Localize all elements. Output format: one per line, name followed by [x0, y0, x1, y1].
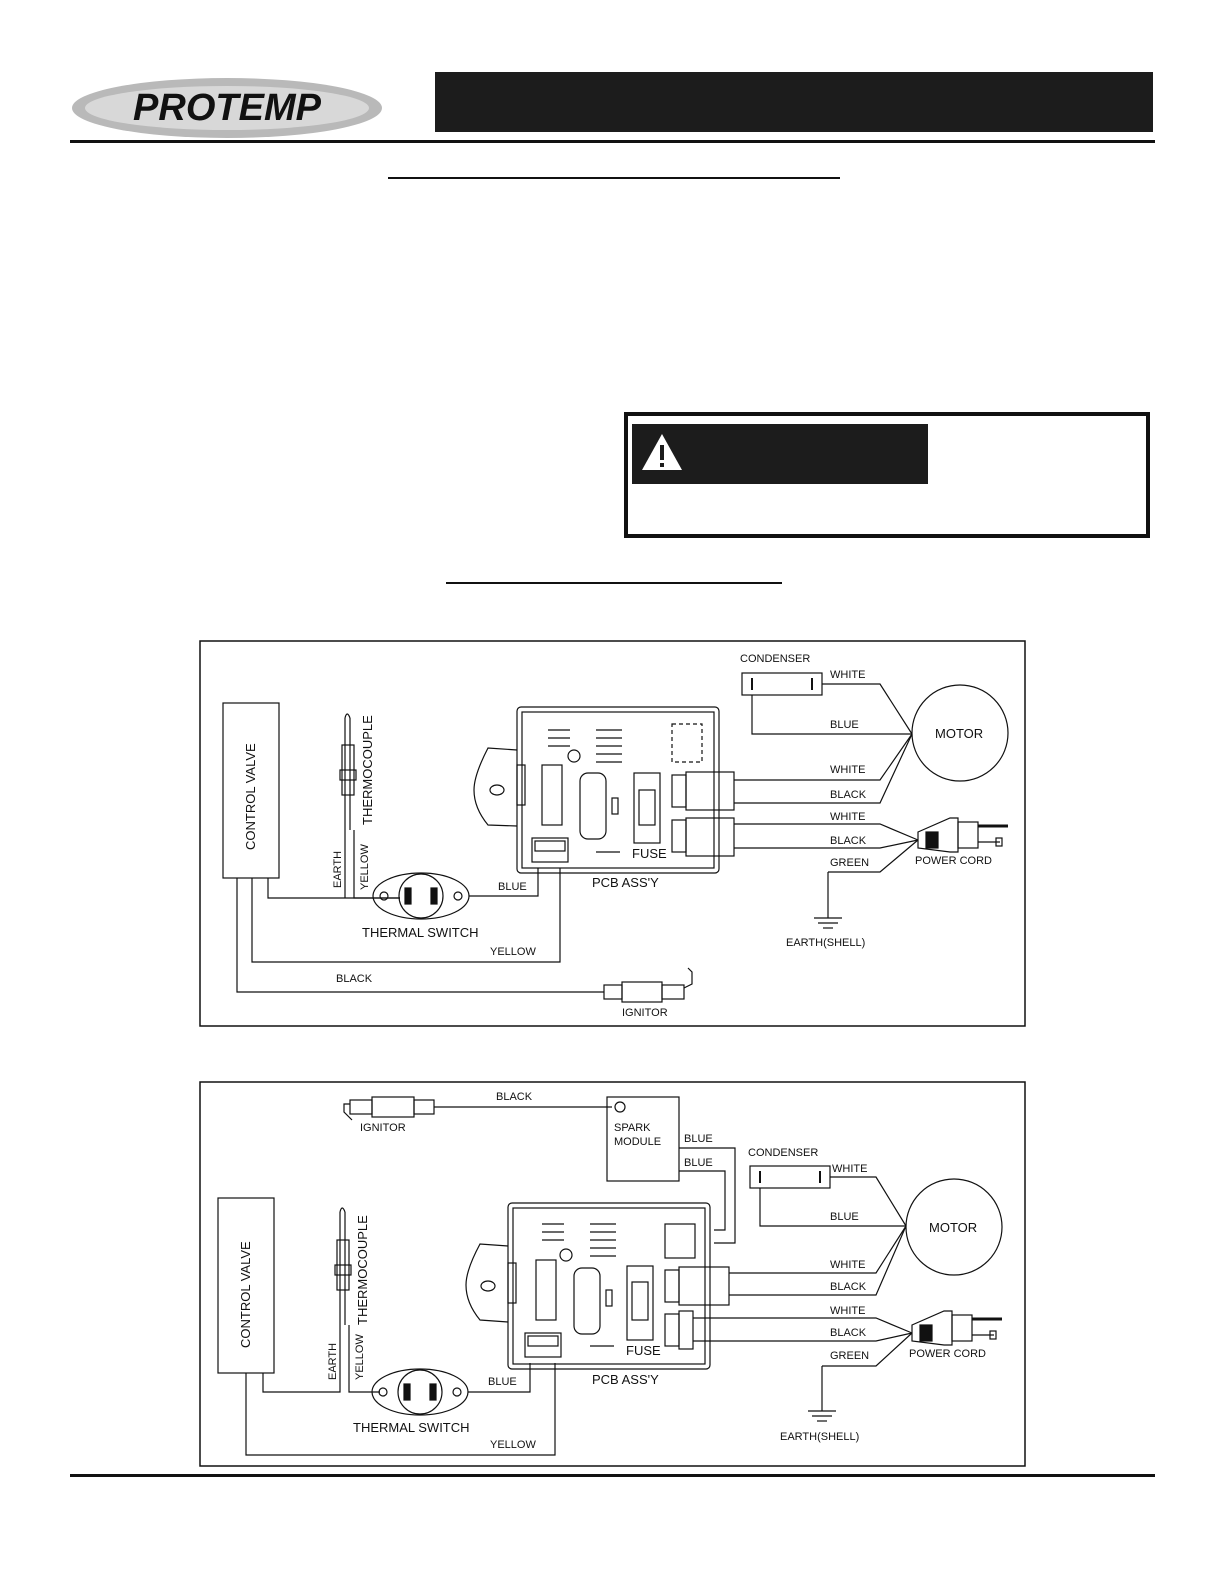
- power-cord-plug-b: [911, 1310, 1002, 1346]
- thermal-switch-label: THERMAL SWITCH: [362, 925, 479, 940]
- control-valve-label-b: CONTROL VALVE: [238, 1241, 253, 1348]
- thermal-switch-label-b: THERMAL SWITCH: [353, 1420, 470, 1435]
- earth-label-b: EARTH: [327, 1343, 339, 1380]
- yellow-label-b: YELLOW: [490, 946, 536, 958]
- pcb-assy-b: [465, 1202, 730, 1370]
- thermocouple-a: [339, 713, 357, 830]
- thermal-switch-b: [371, 1368, 469, 1416]
- white-motor-label-b: WHITE: [830, 1259, 865, 1271]
- white-condenser-label: WHITE: [830, 669, 865, 681]
- thermocouple-label: THERMOCOUPLE: [360, 715, 375, 825]
- white-power-label-b: WHITE: [830, 1305, 865, 1317]
- thermocouple-label-b: THERMOCOUPLE: [355, 1215, 370, 1325]
- spark-module: [606, 1096, 680, 1182]
- blue-label-b1: BLUE: [684, 1133, 713, 1145]
- earth-shell-label-b: EARTH(SHELL): [780, 1431, 859, 1443]
- black-motor-label: BLACK: [830, 789, 867, 801]
- yellow-label-a: YELLOW: [359, 844, 371, 890]
- earth-label: EARTH: [332, 851, 344, 888]
- earth-ground-icon-b: [808, 1410, 836, 1422]
- condenser-label-b: CONDENSER: [748, 1147, 818, 1159]
- power-cord-label-b: POWER CORD: [909, 1348, 986, 1360]
- pcb-label: PCB ASS'Y: [592, 875, 659, 890]
- blue-label-b2: BLUE: [684, 1157, 713, 1169]
- logo-text: PROTEMP: [133, 87, 322, 129]
- pcb-assy-a: [473, 706, 735, 874]
- green-power-label: GREEN: [830, 857, 869, 869]
- control-valve-a: [222, 702, 280, 879]
- blue-condenser-label-b: BLUE: [830, 1211, 859, 1223]
- ignitor-b: [343, 1096, 612, 1121]
- header-bar: [435, 72, 1153, 132]
- yellow-label-b-b: YELLOW: [490, 1439, 536, 1451]
- warning-banner: [632, 424, 928, 484]
- motor-label: MOTOR: [935, 726, 983, 741]
- earth-shell-label: EARTH(SHELL): [786, 937, 865, 949]
- motor-label-b: MOTOR: [929, 1220, 977, 1235]
- spark-module-label-2: MODULE: [614, 1136, 661, 1148]
- blue-condenser-label: BLUE: [830, 719, 859, 731]
- pcb-label-b: PCB ASS'Y: [592, 1372, 659, 1387]
- black-motor-label-b: BLACK: [830, 1281, 867, 1293]
- blue-to-pcb-label-b: BLUE: [488, 1376, 517, 1388]
- power-cord-plug-a: [917, 817, 1008, 853]
- white-motor-label: WHITE: [830, 764, 865, 776]
- black-ignitor-label: BLACK: [336, 973, 373, 985]
- control-valve-label: CONTROL VALVE: [243, 743, 258, 850]
- yellow-label-b-a: YELLOW: [354, 1334, 366, 1380]
- thermocouple-b: [334, 1207, 352, 1325]
- condenser-label: CONDENSER: [740, 653, 810, 665]
- bottom-rule: [70, 1474, 1155, 1477]
- black-power-label: BLACK: [830, 835, 867, 847]
- white-power-label: WHITE: [830, 811, 865, 823]
- green-power-label-b: GREEN: [830, 1350, 869, 1362]
- spark-module-label-1: SPARK: [614, 1122, 651, 1134]
- top-rule: [70, 140, 1155, 143]
- earth-ground-icon: [814, 917, 842, 929]
- black-power-label-b: BLACK: [830, 1327, 867, 1339]
- protemp-logo: PROTEMP: [72, 78, 382, 138]
- fuse-label-b: FUSE: [626, 1343, 661, 1358]
- blue-label: BLUE: [498, 881, 527, 893]
- ignitor-a: [603, 967, 693, 1003]
- power-cord-label: POWER CORD: [915, 855, 992, 867]
- section-title-underline: [388, 177, 840, 179]
- ignitor-label: IGNITOR: [622, 1007, 668, 1019]
- wiring-title-underline: [446, 582, 782, 584]
- fuse-label: FUSE: [632, 846, 667, 861]
- black-ignitor-label-b: BLACK: [496, 1091, 533, 1103]
- warning-icon: [642, 434, 682, 470]
- white-condenser-label-b: WHITE: [832, 1163, 867, 1175]
- motor-a: [911, 684, 1009, 782]
- ignitor-label-b: IGNITOR: [360, 1122, 406, 1134]
- warning-box: [624, 412, 1150, 538]
- condenser-b: [749, 1165, 831, 1189]
